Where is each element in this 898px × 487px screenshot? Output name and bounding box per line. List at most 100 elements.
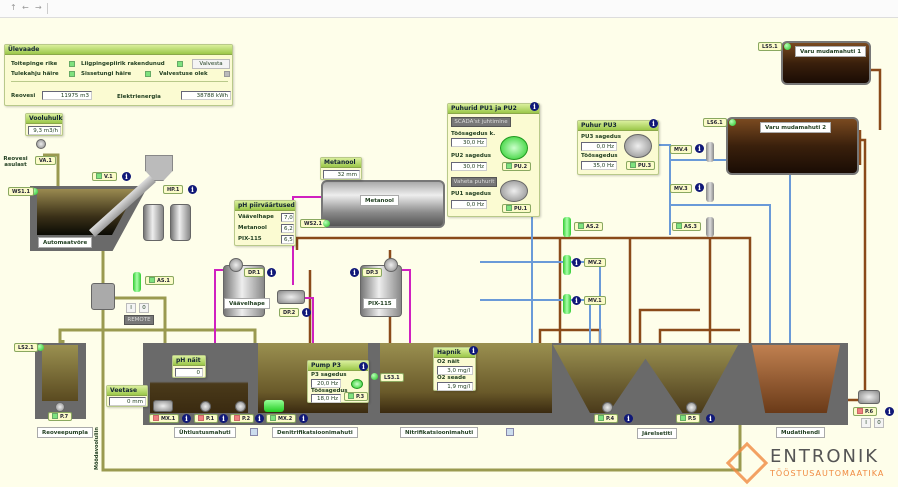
- ls21-tag[interactable]: LS2.1: [14, 343, 38, 352]
- limit-sulfuric-value[interactable]: 7,0: [281, 213, 294, 222]
- remote-button[interactable]: REMOTE: [124, 315, 154, 325]
- info-icon[interactable]: i: [302, 308, 311, 317]
- limit-pix-value[interactable]: 6,5: [281, 235, 294, 244]
- work-freq-value[interactable]: 30,0 Hz: [451, 138, 487, 147]
- p3-tag[interactable]: P.3: [356, 394, 365, 400]
- p5-pump-icon[interactable]: [686, 402, 697, 413]
- o2-set-value[interactable]: 1,9 mg/l: [437, 382, 473, 391]
- methanol-tank-label: Metanool: [360, 195, 399, 206]
- info-icon[interactable]: i: [299, 414, 308, 423]
- mv4-tag[interactable]: MV.4: [670, 145, 692, 154]
- trend-chart-icon[interactable]: [506, 428, 514, 436]
- mv1-tag[interactable]: MV.1: [584, 296, 606, 305]
- p5-tag[interactable]: P.5: [688, 416, 697, 422]
- pu3-work-value[interactable]: 35,0 Hz: [581, 161, 617, 170]
- dp2-tag[interactable]: DP.2: [279, 308, 300, 317]
- ws31-tag[interactable]: WS1.1: [8, 187, 34, 196]
- mv2-valve-icon[interactable]: [563, 255, 571, 275]
- mx1-mixer-icon[interactable]: [153, 400, 173, 412]
- scada-control-button[interactable]: SCADA'st juhtimine: [451, 117, 511, 127]
- info-icon[interactable]: i: [122, 172, 131, 181]
- as1-pump-icon[interactable]: [133, 272, 141, 292]
- mx1-tag[interactable]: MX.1: [161, 416, 176, 422]
- info-icon[interactable]: i: [267, 268, 276, 277]
- entronik-subtitle: TÖÖSTUSAUTOMAATIKA: [770, 469, 885, 478]
- p3-pump-icon[interactable]: [351, 379, 363, 389]
- back-arrow-icon[interactable]: ←: [22, 3, 29, 12]
- p2-tag[interactable]: P.2: [242, 416, 251, 422]
- va1-tag[interactable]: VA.1: [35, 156, 56, 165]
- mx2-mixer-icon[interactable]: [264, 400, 284, 412]
- mv3-valve-icon[interactable]: [706, 182, 714, 202]
- switch-blower-button[interactable]: Vaheta puhurit: [451, 177, 497, 187]
- arm-button[interactable]: Valvesta: [192, 59, 230, 69]
- p7-tag[interactable]: P.7: [60, 414, 69, 420]
- pu3-tag[interactable]: PU.3: [638, 163, 652, 169]
- dp1-pump-icon[interactable]: [229, 258, 243, 272]
- p6-tag[interactable]: P.6: [865, 409, 874, 415]
- info-icon[interactable]: i: [359, 362, 368, 371]
- toolbar: ↑ ← →: [0, 0, 898, 18]
- mv4-valve-icon[interactable]: [706, 142, 714, 162]
- as1-start-button[interactable]: I: [126, 303, 136, 313]
- ls61-tag[interactable]: LS6.1: [703, 118, 727, 127]
- dp3-pump-icon[interactable]: [384, 258, 398, 272]
- info-icon[interactable]: i: [182, 414, 191, 423]
- p1-pump-icon[interactable]: [200, 401, 211, 412]
- info-icon[interactable]: i: [649, 119, 658, 128]
- pu1-tag[interactable]: PU.1: [514, 206, 528, 212]
- as2-tag[interactable]: AS.2: [586, 224, 599, 230]
- p4-tag[interactable]: P.4: [606, 416, 615, 422]
- info-icon[interactable]: i: [469, 346, 478, 355]
- p3-work-value[interactable]: 18,0 Hz: [311, 394, 341, 403]
- dp1-tag[interactable]: DP.1: [244, 268, 265, 277]
- mv2-tag[interactable]: MV.2: [584, 258, 606, 267]
- p3-freq-label: P3 sagedus: [311, 372, 347, 378]
- pu2-tag[interactable]: PU.2: [514, 164, 528, 170]
- p1-tag[interactable]: P.1: [206, 416, 215, 422]
- p6-pump-icon[interactable]: [858, 390, 880, 404]
- as1-tag[interactable]: AS.1: [157, 278, 170, 284]
- info-icon[interactable]: i: [624, 414, 633, 423]
- dp2-pump-icon[interactable]: [277, 290, 305, 304]
- dp3-tag[interactable]: DP.3: [362, 268, 383, 277]
- as3-tag[interactable]: AS.3: [684, 224, 697, 230]
- pu2-blower-icon[interactable]: [500, 136, 528, 160]
- mv1-valve-icon[interactable]: [563, 294, 571, 314]
- alarm-state-label: Valvestuse olek: [159, 71, 208, 77]
- ls31-tag[interactable]: LS3.1: [380, 373, 404, 382]
- info-icon[interactable]: i: [695, 144, 704, 153]
- as1-indicator: [149, 277, 155, 283]
- info-icon[interactable]: i: [706, 414, 715, 423]
- info-icon[interactable]: i: [572, 258, 581, 267]
- mx2-tag[interactable]: MX.2: [278, 416, 293, 422]
- mv3-tag[interactable]: MV.3: [670, 184, 692, 193]
- info-icon[interactable]: i: [530, 102, 539, 111]
- p6-stop-button[interactable]: 0: [874, 418, 884, 428]
- work-freq-label: Töösagedus k.: [451, 131, 496, 137]
- p2-pump-icon[interactable]: [235, 401, 246, 412]
- info-icon[interactable]: i: [255, 414, 264, 423]
- info-icon[interactable]: i: [885, 407, 894, 416]
- info-icon[interactable]: i: [572, 296, 581, 305]
- up-arrow-icon[interactable]: ↑: [10, 3, 17, 12]
- v1-tag[interactable]: V.1: [104, 174, 113, 180]
- p4-pump-icon[interactable]: [602, 402, 613, 413]
- pu3-blower-icon[interactable]: [624, 134, 652, 158]
- info-icon[interactable]: i: [695, 183, 704, 192]
- p7-pump-icon[interactable]: [55, 402, 65, 412]
- as1-stop-button[interactable]: 0: [139, 303, 149, 313]
- as3-valve-icon[interactable]: [706, 217, 714, 237]
- forward-arrow-icon[interactable]: →: [35, 3, 42, 12]
- ws31-led: [31, 188, 38, 195]
- ls51-tag[interactable]: LS5.1: [758, 42, 782, 51]
- hp1-tag[interactable]: HP.1: [163, 185, 184, 194]
- info-icon[interactable]: i: [219, 414, 228, 423]
- limit-methanol-value[interactable]: 6,2: [281, 224, 294, 233]
- info-icon[interactable]: i: [188, 185, 197, 194]
- info-icon[interactable]: i: [350, 268, 359, 277]
- trend-chart-icon[interactable]: [250, 428, 258, 436]
- as2-valve-icon[interactable]: [563, 217, 571, 237]
- p6-start-button[interactable]: I: [861, 418, 871, 428]
- pu1-blower-icon[interactable]: [500, 180, 528, 202]
